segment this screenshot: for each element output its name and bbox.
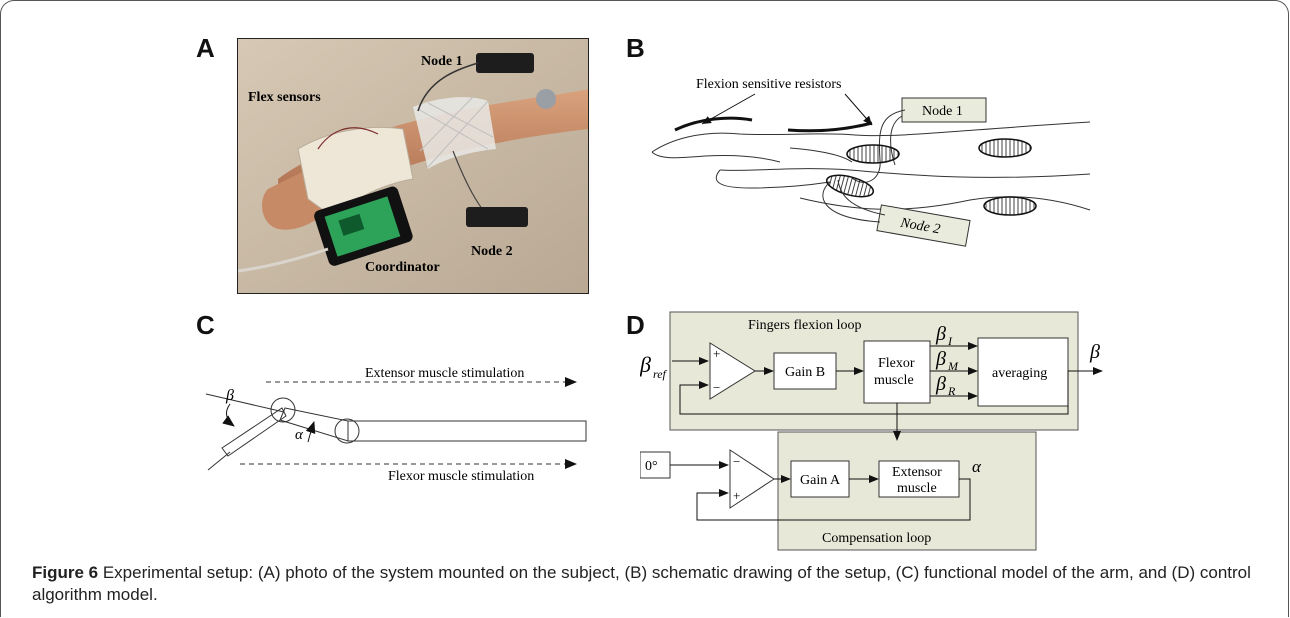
panel-d-diagram: Fingers flexion loop Compensation loop β… [640,311,1103,551]
zero-setpoint: 0° [645,459,658,474]
beta-m-sub: M [947,359,959,373]
gain-b-label: Gain B [785,365,825,380]
beta-r-sub: R [947,384,956,398]
label-coordinator: Coordinator [365,260,440,275]
averaging-label: averaging [992,366,1047,381]
node1-device [476,53,534,73]
compensation-loop-label: Compensation loop [822,531,931,546]
minus-bottom: − [733,454,740,469]
coordinator-device [314,186,413,266]
fingers-loop-label: Fingers flexion loop [748,318,862,333]
label-node2: Node 2 [471,244,513,259]
extensor-label-2: muscle [897,481,937,496]
zero-setpoint-box [640,451,671,479]
mesh-lines [417,96,494,168]
summing-junction-bottom [729,449,775,509]
label-b-node1: Node 1 [922,104,963,119]
summing-junction-top [709,342,756,400]
beta-i-sub: I [947,334,953,348]
minus-top: − [713,380,720,395]
label-resistors: Flexion sensitive resistors [696,77,841,92]
flexor-label-2: muscle [874,373,914,388]
figure-caption: Figure 6 Experimental setup: (A) photo o… [32,562,1262,606]
label-extensor-stim: Extensor muscle stimulation [365,366,524,381]
figure-label: Figure 6 [32,563,99,582]
alpha-output-symbol: α [972,457,982,476]
plus-bottom: + [733,488,740,503]
electrode [536,89,556,109]
panel-c-model: Extensor muscle stimulation Flexor muscl… [205,366,587,484]
panel-a-photo: Node 1 Flex sensors Node 2 Coordinator [237,38,589,294]
label-b-node2: Node 2 [898,215,941,237]
extensor-label-1: Extensor [892,465,942,480]
flexor-muscle-block [863,340,931,404]
label-beta-c: β [225,387,234,404]
panel-b-letter: B [626,33,645,63]
beta-i-symbol: β [935,323,946,345]
panel-b-schematic: Flexion sensitive resistors Node 1 Node … [651,77,1091,247]
node2-device [466,207,528,227]
plus-top: + [713,346,720,361]
caption-text: Experimental setup: (A) photo of the sys… [32,563,1251,604]
flexor-label-1: Flexor [878,356,915,371]
panel-d-letter: D [626,310,645,340]
beta-output-symbol: β [1089,341,1100,363]
extensor-muscle-block [878,460,960,498]
gain-a-block [790,460,850,498]
beta-m-symbol: β [935,348,946,370]
beta-ref-sub: ref [653,367,668,381]
beta-r-symbol: β [935,373,946,395]
label-node1: Node 1 [421,54,463,69]
beta-ref-symbol: β [640,352,651,377]
label-flex-sensors: Flex sensors [248,90,321,105]
gain-a-label: Gain A [800,473,841,488]
panel-c-letter: C [196,310,215,340]
gain-b-block [773,352,837,390]
panel-a-letter: A [196,33,215,63]
label-flexor-stim: Flexor muscle stimulation [388,469,534,484]
averaging-block [977,337,1069,407]
label-alpha-c: α [295,427,304,443]
